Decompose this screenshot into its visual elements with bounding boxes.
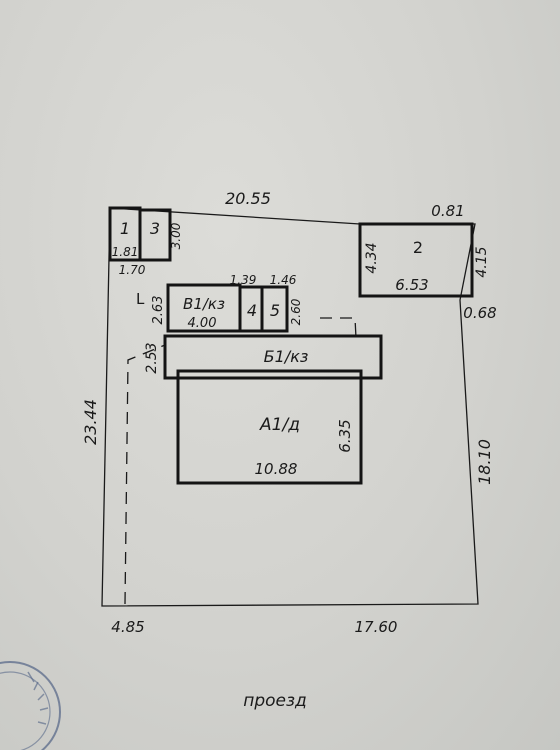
building-v1-dim-h: 2.63	[151, 296, 166, 325]
building-1-label: 1	[120, 219, 130, 238]
building-b1-label: Б1/кз	[264, 347, 309, 366]
plot-boundary	[101, 207, 479, 607]
dim-bottom-right: 17.60	[355, 618, 398, 636]
building-b1-dim-h: 2.53	[144, 342, 160, 373]
building-1-dim-w: 1.81	[112, 245, 139, 259]
building-a1-label: А1/д	[259, 415, 300, 435]
building-4-label: 4	[247, 301, 257, 320]
dim-top-right-offset: 0.81	[431, 202, 464, 220]
dashed-path	[124, 344, 166, 605]
building-5-label: 5	[270, 301, 280, 320]
building-5	[260, 285, 289, 333]
dim-right-offset: 0.68	[463, 304, 496, 322]
building-3-label: 3	[150, 219, 160, 238]
building-3	[138, 208, 172, 262]
building-2	[358, 222, 474, 298]
building-v1-label: В1/кз	[183, 295, 225, 313]
dim-right: 18.10	[475, 439, 494, 485]
marker-l: L	[136, 290, 145, 308]
dim-top: 20.55	[225, 189, 271, 208]
building-3-dim-h: 3.00	[169, 222, 183, 249]
dashed-extension	[320, 317, 357, 339]
building-a1-dim-h: 6.35	[336, 419, 354, 452]
road-label: проезд	[243, 691, 307, 711]
building-1-dim-h: 1.70	[119, 263, 146, 277]
building-5-dim-h: 2.60	[289, 298, 303, 325]
building-v1-dim-w: 4.00	[188, 316, 217, 331]
building-a1	[176, 369, 363, 485]
stamp-fragment	[0, 661, 61, 750]
building-5-dim-w: 1.46	[270, 273, 297, 287]
building-2-label: 2	[413, 238, 423, 257]
building-a1-dim-w: 10.88	[255, 460, 298, 478]
building-b1	[163, 334, 383, 380]
building-2-dim-h-right: 4.15	[474, 246, 490, 277]
building-2-dim-w: 6.53	[395, 276, 428, 294]
dim-left: 23.44	[81, 399, 100, 445]
building-2-dim-h-left: 4.34	[364, 242, 380, 273]
building-4-dim-w: 1.39	[230, 273, 257, 287]
dim-bottom-left: 4.85	[111, 618, 144, 636]
